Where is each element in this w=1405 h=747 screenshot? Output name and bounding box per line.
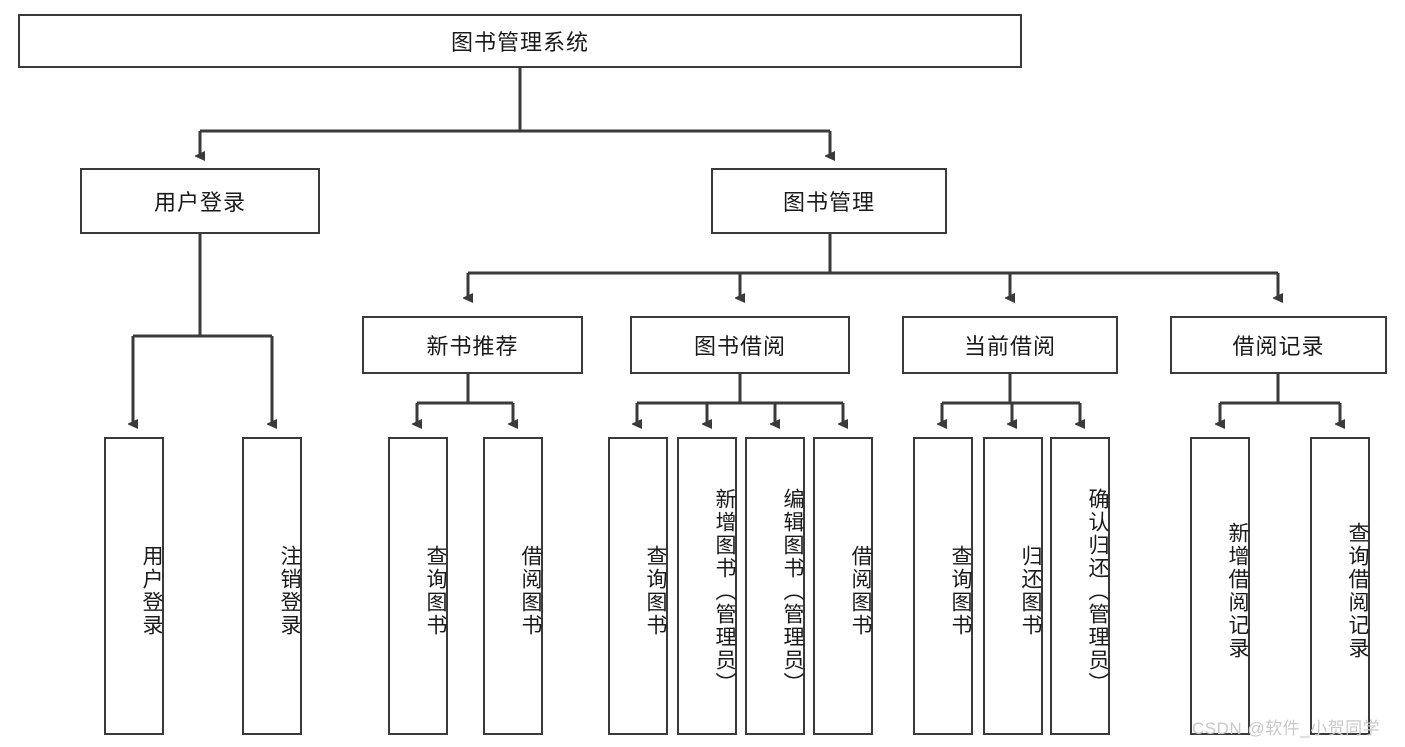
node-label: 归还图书 bbox=[1019, 545, 1042, 637]
csdn-watermark: CSDN @软件_小贺同学 bbox=[1192, 719, 1381, 738]
leaf-user-login[interactable]: 用户登录 bbox=[104, 437, 164, 735]
node-label: 借阅图书 bbox=[519, 545, 542, 637]
node-label: 查询图书 bbox=[424, 545, 447, 637]
node-label: 图书借阅 bbox=[693, 334, 786, 359]
node-label: 用户登录 bbox=[153, 190, 246, 215]
node-label: 编辑图书（管理员） bbox=[781, 487, 804, 695]
leaf-query-book-borrow[interactable]: 查询图书 bbox=[608, 437, 668, 735]
node-label: 借阅记录 bbox=[1232, 334, 1325, 359]
node-label: 图书管理系统 bbox=[450, 30, 589, 55]
node-label: 图书管理 bbox=[782, 190, 875, 215]
leaf-borrow-book[interactable]: 借阅图书 bbox=[813, 437, 873, 735]
leaf-add-borrow-record[interactable]: 新增借阅记录 bbox=[1190, 437, 1250, 735]
node-label: 查询图书 bbox=[949, 545, 972, 637]
node-label: 新增借阅记录 bbox=[1226, 522, 1249, 660]
node-book-management[interactable]: 图书管理 bbox=[711, 168, 947, 234]
leaf-query-book-current[interactable]: 查询图书 bbox=[913, 437, 973, 735]
node-label: 用户登录 bbox=[140, 545, 163, 637]
node-label: 确认归还（管理员） bbox=[1086, 487, 1109, 695]
leaf-confirm-return-admin[interactable]: 确认归还（管理员） bbox=[1050, 437, 1110, 735]
node-new-book-recommend[interactable]: 新书推荐 bbox=[362, 316, 583, 374]
leaf-edit-book-admin[interactable]: 编辑图书（管理员） bbox=[745, 437, 805, 735]
node-borrow-record[interactable]: 借阅记录 bbox=[1170, 316, 1387, 374]
node-user-login[interactable]: 用户登录 bbox=[80, 168, 320, 234]
node-label: 查询借阅记录 bbox=[1346, 522, 1369, 660]
leaf-add-book-admin[interactable]: 新增图书（管理员） bbox=[677, 437, 737, 735]
node-current-borrow[interactable]: 当前借阅 bbox=[902, 316, 1118, 374]
leaf-query-book-recommend[interactable]: 查询图书 bbox=[388, 437, 448, 735]
node-book-borrow[interactable]: 图书借阅 bbox=[630, 316, 850, 374]
leaf-query-borrow-record[interactable]: 查询借阅记录 bbox=[1310, 437, 1370, 735]
node-label: 注销登录 bbox=[278, 545, 301, 637]
node-label: 新书推荐 bbox=[426, 334, 519, 359]
node-label: 查询图书 bbox=[644, 545, 667, 637]
leaf-borrow-book-recommend[interactable]: 借阅图书 bbox=[483, 437, 543, 735]
leaf-return-book[interactable]: 归还图书 bbox=[983, 437, 1043, 735]
leaf-logout-login[interactable]: 注销登录 bbox=[242, 437, 302, 735]
node-label: 当前借阅 bbox=[963, 334, 1056, 359]
node-label: 新增图书（管理员） bbox=[713, 487, 736, 695]
node-label: 借阅图书 bbox=[849, 545, 872, 637]
node-root-book-management-system[interactable]: 图书管理系统 bbox=[18, 14, 1022, 68]
